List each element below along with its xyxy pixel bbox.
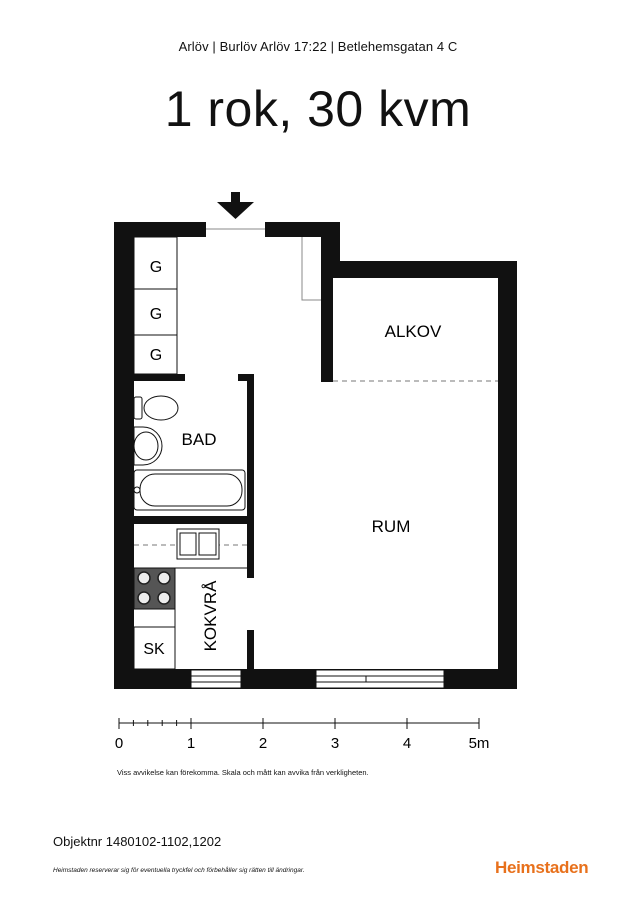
room-label-bad: BAD (182, 430, 217, 449)
wardrobe-label-3: G (150, 347, 162, 364)
toilet-icon (133, 395, 179, 421)
footer-note: Heimstaden reserverar sig för eventuella… (53, 867, 305, 874)
brand-logo[interactable]: Heimstaden (495, 858, 589, 877)
kitchen-counter (133, 567, 247, 670)
scale-tick-0: 0 (115, 735, 123, 752)
stove-icon (133, 567, 176, 610)
window-kitchen (190, 669, 242, 689)
scale-tick-4: 4 (403, 735, 411, 752)
room-label-kokvra: KOKVRÅ (201, 580, 220, 652)
scale-tick-2: 2 (259, 735, 267, 752)
address-subtitle: Arlöv | Burlöv Arlöv 17:22 | Betlehemsga… (178, 39, 458, 54)
wardrobe-label-1: G (150, 259, 162, 276)
hall-details (206, 228, 321, 301)
wardrobes (133, 236, 178, 375)
window-room (315, 669, 445, 689)
wardrobe-label-2: G (150, 306, 162, 323)
scale-tick-5: 5m (469, 735, 490, 752)
page-title: 1 rok, 30 kvm (164, 81, 472, 137)
scale-disclaimer: Viss avvikelse kan förekomma. Skala och … (117, 768, 369, 777)
room-label-alkov: ALKOV (385, 322, 442, 341)
entrance-arrow-icon (217, 192, 254, 219)
scale-bar (118, 718, 480, 729)
sink-icon (133, 426, 163, 466)
room-label-sk: SK (143, 641, 165, 658)
scale-tick-1: 1 (187, 735, 195, 752)
room-label-rum: RUM (372, 517, 411, 536)
object-number: Objektnr 1480102-1102,1202 (53, 834, 222, 849)
kitchen-sink-icon (134, 528, 247, 560)
scale-tick-3: 3 (331, 735, 339, 752)
bathtub-icon (133, 469, 246, 511)
